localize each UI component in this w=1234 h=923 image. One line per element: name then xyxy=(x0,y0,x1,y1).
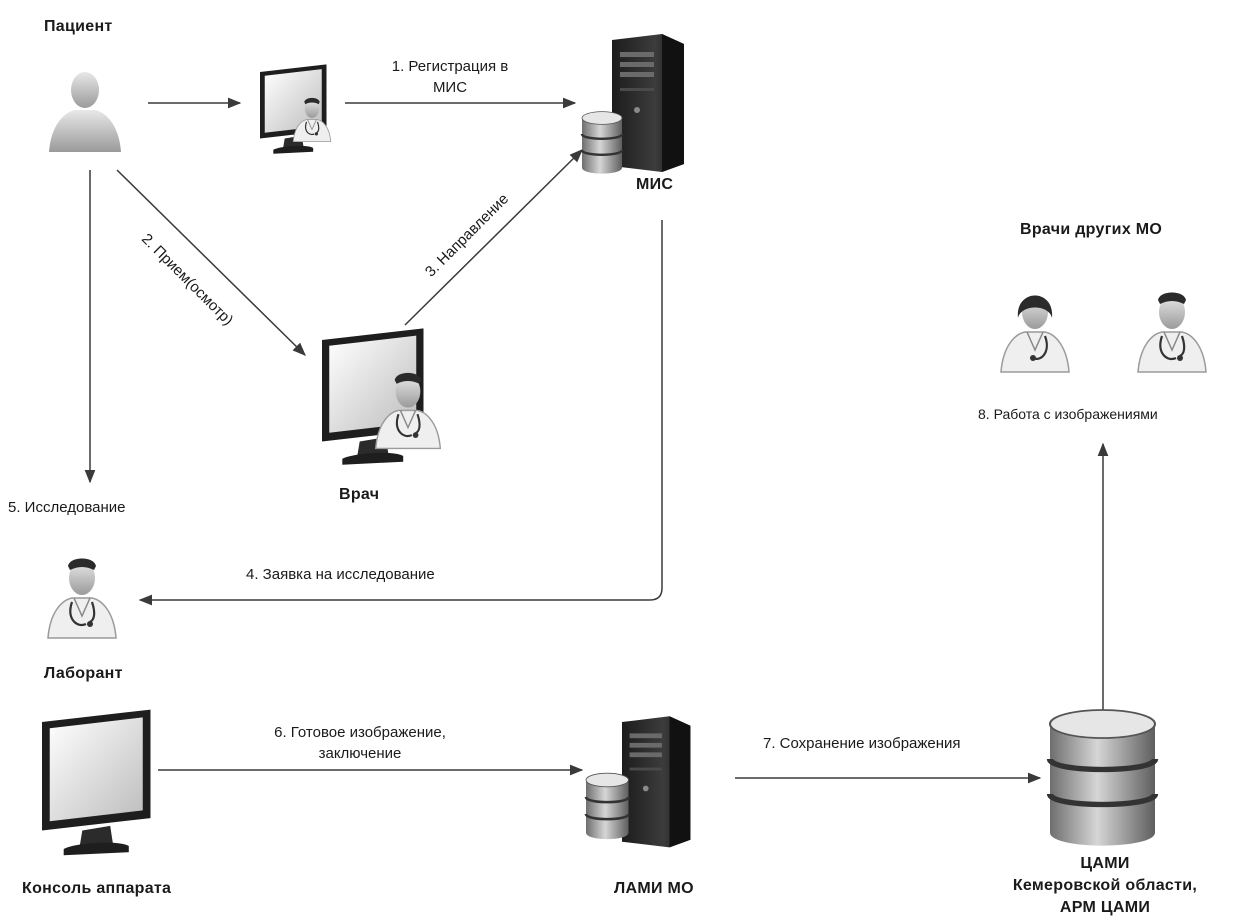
arrow-doctor-to-mis xyxy=(404,149,583,326)
mis-label: МИС xyxy=(636,176,674,193)
step-6-line1: 6. Готовое изображение, xyxy=(274,724,446,741)
step-1-label: 1. Регистрация в МИС xyxy=(360,56,540,98)
cami-database-icon xyxy=(1050,710,1155,846)
arrow-patient-to-doctor xyxy=(116,169,306,356)
step-8-label: 8. Работа с изображениями xyxy=(978,406,1158,422)
lami-server-icon xyxy=(584,716,691,848)
step-6-line2: заключение xyxy=(318,745,402,762)
other-doctors-label: Врачи других МО xyxy=(1020,221,1163,238)
step-7-label: 7. Сохранение изображения xyxy=(763,735,961,752)
step-1-line1: 1. Регистрация в xyxy=(391,58,509,75)
registrar-computer-icon xyxy=(260,64,332,154)
cami-label-line3: АРМ ЦАМИ xyxy=(1059,899,1151,916)
step-6-label: 6. Готовое изображение, заключение xyxy=(255,722,465,764)
lab-tech-label: Лаборант xyxy=(44,665,123,682)
step-1-line2: МИС xyxy=(432,79,468,96)
cami-label: ЦАМИ Кемеровской области, АРМ ЦАМИ xyxy=(970,853,1234,919)
cami-label-line2: Кемеровской области, xyxy=(1012,877,1198,894)
mis-server-icon xyxy=(580,34,684,175)
console-monitor-icon xyxy=(42,709,151,856)
male-doctor-icon xyxy=(1136,291,1208,374)
doctor-computer-icon xyxy=(322,328,442,465)
step-4-label: 4. Заявка на исследование xyxy=(246,566,435,583)
lami-label: ЛАМИ МО xyxy=(614,880,694,897)
doctor-label: Врач xyxy=(339,486,380,503)
patient-person-icon xyxy=(49,72,121,152)
lab-tech-doctor-icon xyxy=(46,557,118,640)
step-5-label: 5. Исследование xyxy=(8,499,126,516)
patient-label: Пациент xyxy=(44,18,113,35)
arrow-mis-to-labtech xyxy=(138,220,663,606)
console-label: Консоль аппарата xyxy=(22,880,172,897)
cami-label-line1: ЦАМИ xyxy=(1080,855,1130,872)
female-doctor-icon xyxy=(999,293,1071,374)
